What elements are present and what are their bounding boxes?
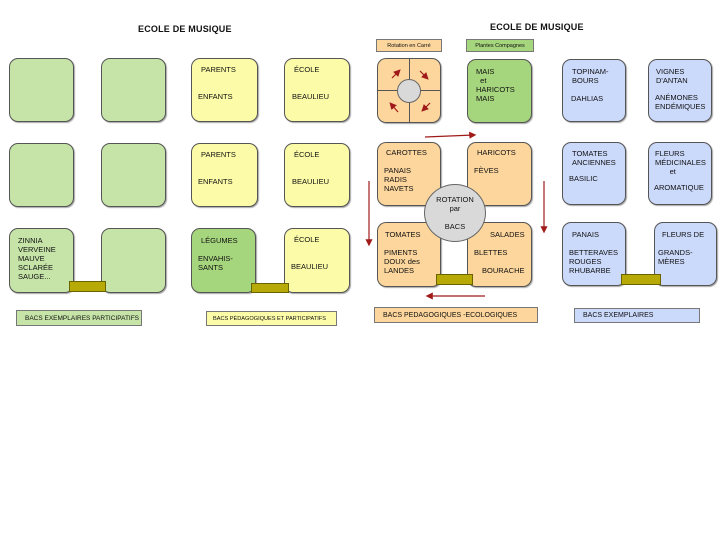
bed-label: ENFANTS <box>198 92 233 101</box>
bed-label: ÉCOLE <box>294 235 320 244</box>
arrow-small <box>391 69 401 79</box>
bed-connector <box>621 274 661 285</box>
arrow-small <box>419 70 429 80</box>
bed-label: FÈVES <box>474 166 499 175</box>
rotation-center-circle <box>397 79 421 103</box>
bed-topinambours: TOPINAM- BOURS DAHLIAS <box>562 59 626 122</box>
bed-connector <box>69 281 106 292</box>
arrow-top <box>424 131 477 139</box>
garden-bed <box>101 58 166 122</box>
bed-label: LÉGUMES <box>201 236 238 245</box>
bed-label: ENFANTS <box>198 177 233 186</box>
caption-exemplaires: BACS EXEMPLAIRES <box>574 308 700 323</box>
bed-label: CAROTTES <box>386 148 427 157</box>
garden-bed-ecole: ÉCOLE BEAULIEU <box>284 58 350 122</box>
bed-tomates: TOMATES PIMENTS DOUX des LANDES <box>377 222 441 287</box>
bed-label: PANAIS <box>572 230 599 239</box>
bed-label: BEAULIEU <box>291 262 329 271</box>
rotation-label: ROTATION par BACS <box>436 195 474 231</box>
bed-tomates-anciennes: TOMATES ANCIENNES BASILIC <box>562 142 626 205</box>
bed-label: ZINNIA VERVEINE MAUVE SCLARÉE SAUGE... <box>18 236 56 281</box>
bed-panais: PANAIS BETTERAVES ROUGES RHUBARBE <box>562 222 626 286</box>
bed-label: TOPINAM- BOURS <box>572 67 609 85</box>
bed-label: HARICOTS <box>477 148 516 157</box>
garden-bed-parents: PARENTS ENFANTS <box>191 58 258 122</box>
arrow-small <box>389 102 399 113</box>
bed-label: PARENTS <box>201 150 236 159</box>
bed-connector <box>251 283 289 293</box>
garden-bed-mais: MAIS et HARICOTS MAIS <box>467 59 532 123</box>
bed-label: BOURACHE <box>482 266 525 275</box>
bed-fleurs-grands-meres: FLEURS DE GRANDS- MÈRES <box>654 222 717 286</box>
caption-pedagogiques-ecologiques: BACS PEDAGOGIQUES -ECOLOGIQUES <box>374 307 538 323</box>
garden-bed-ecole: ÉCOLE BEAULIEU <box>284 143 350 207</box>
right-title: ECOLE DE MUSIQUE <box>490 22 584 32</box>
garden-bed <box>101 228 166 293</box>
bed-label: BETTERAVES ROUGES RHUBARBE <box>569 248 619 275</box>
left-title: ECOLE DE MUSIQUE <box>138 24 232 34</box>
bed-label: AROMATIQUE <box>654 183 704 192</box>
bed-label: FLEURS MÉDICINALES et <box>655 149 706 176</box>
bed-label: DAHLIAS <box>571 94 604 103</box>
garden-bed-ecole: ÉCOLE BEAULIEU <box>284 228 350 293</box>
bed-label: BEAULIEU <box>292 92 330 101</box>
bed-label: SALADES <box>490 230 525 239</box>
bed-label: BASILIC <box>569 174 598 183</box>
bed-label: GRANDS- MÈRES <box>658 248 693 266</box>
bed-label: TOMATES <box>385 230 421 239</box>
rotation-square-bed <box>377 58 441 123</box>
garden-bed <box>9 143 74 207</box>
bed-label: ANÉMONES ENDÉMIQUES <box>655 93 706 111</box>
garden-bed <box>9 58 74 122</box>
garden-bed <box>101 143 166 207</box>
bed-label: PIMENTS DOUX des LANDES <box>384 248 420 275</box>
arrow-small <box>421 102 431 112</box>
bed-label: BLETTES <box>474 248 508 257</box>
legend-rotation: Rotation en Carré <box>376 39 442 52</box>
rotation-circle: ROTATION par BACS <box>424 184 486 242</box>
bed-label: ENVAHIS- SANTS <box>198 254 233 272</box>
legend-plantes-compagnes: Plantes Compagnes <box>466 39 534 52</box>
bed-label: ÉCOLE <box>294 65 320 74</box>
garden-bed-flowers: ZINNIA VERVEINE MAUVE SCLARÉE SAUGE... <box>9 228 74 293</box>
bed-label: PARENTS <box>201 65 236 74</box>
bed-fleurs-medicinales: FLEURS MÉDICINALES et AROMATIQUE <box>648 142 712 205</box>
garden-bed-legumes: LÉGUMES ENVAHIS- SANTS <box>191 228 256 293</box>
bed-label: TOMATES ANCIENNES <box>572 149 616 167</box>
caption-exemplaires-participatifs: BACS EXEMPLAIRES PARTICIPATIFS <box>16 310 142 326</box>
bed-label: FLEURS DE <box>662 230 705 239</box>
bed-connector <box>436 274 473 285</box>
bed-salades: SALADES BLETTES BOURACHE <box>467 222 532 287</box>
bed-label: MAIS et HARICOTS MAIS <box>476 67 515 103</box>
bed-label: ÉCOLE <box>294 150 320 159</box>
bed-label: BEAULIEU <box>292 177 330 186</box>
bed-label: PANAIS RADIS NAVETS <box>384 166 414 193</box>
caption-pedagogiques-participatifs: BACS PÉDAGOGIQUES ET PARTICIPATIFS <box>206 311 337 326</box>
garden-bed-parents: PARENTS ENFANTS <box>191 143 258 207</box>
bed-vignes: VIGNES D'ANTAN ANÉMONES ENDÉMIQUES <box>648 59 712 122</box>
bed-label: VIGNES D'ANTAN <box>656 67 688 85</box>
